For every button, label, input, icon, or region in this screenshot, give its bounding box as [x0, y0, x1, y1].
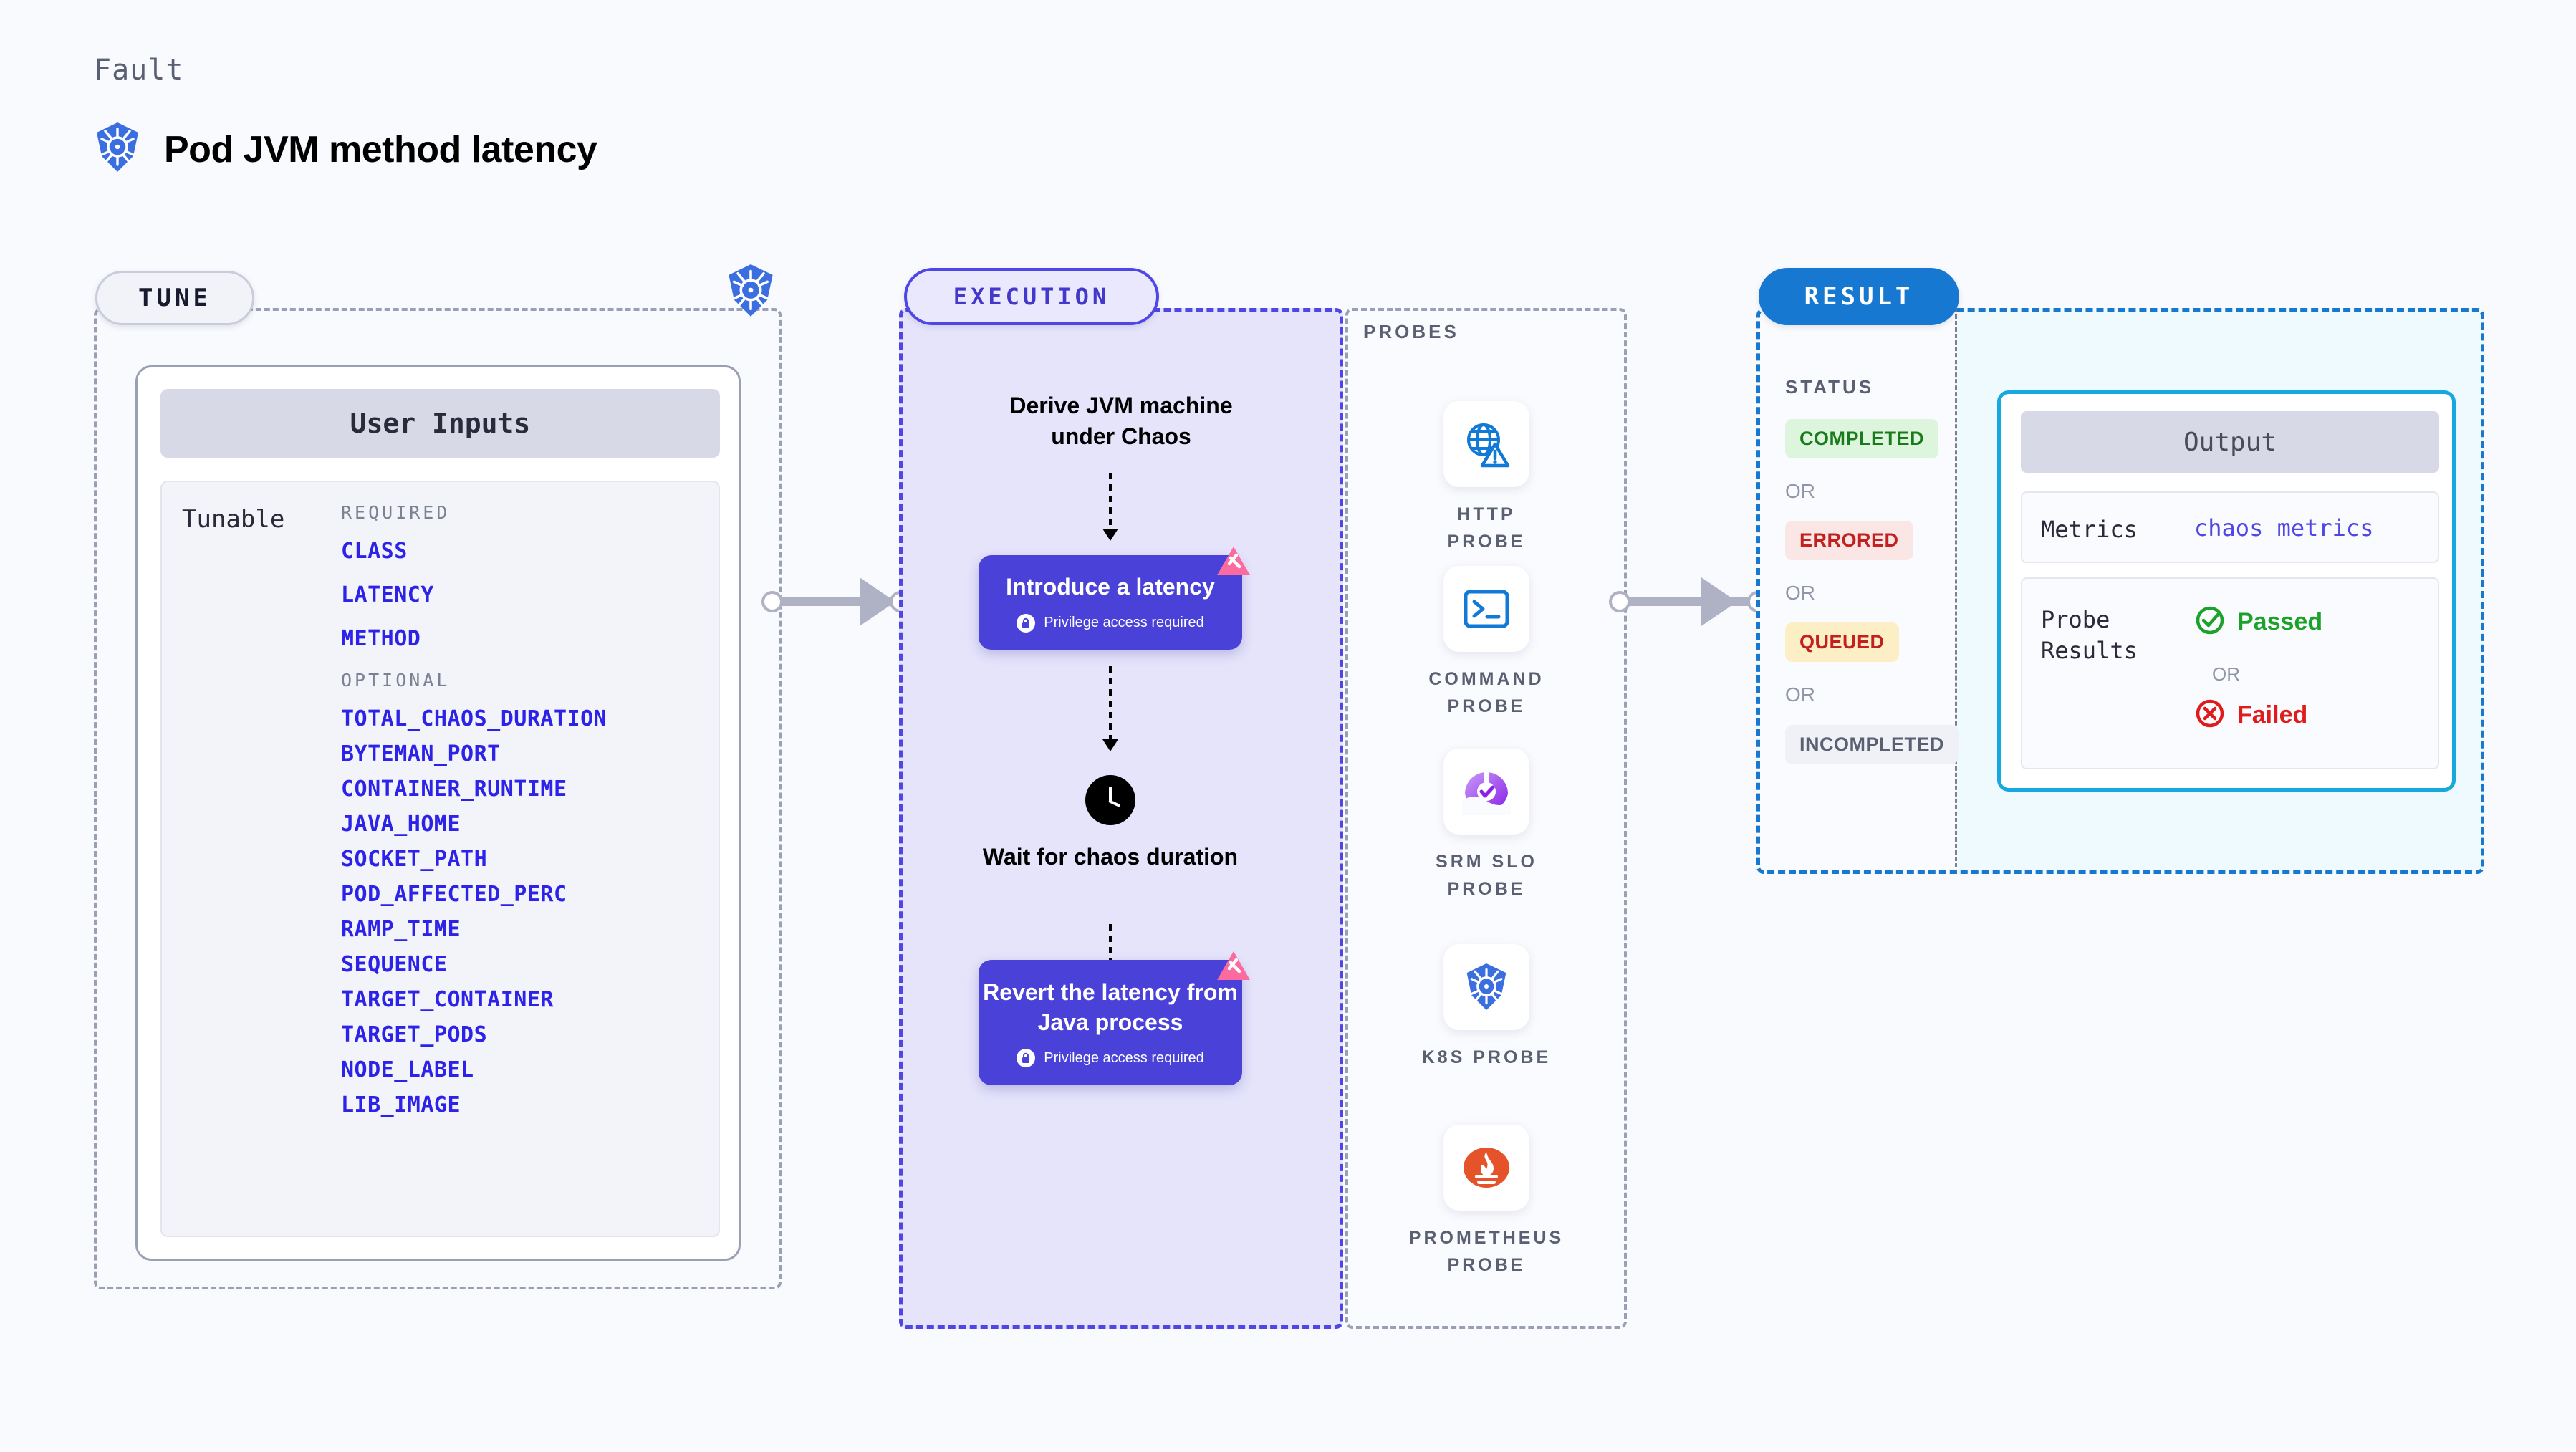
connector-arrow-exec-result — [1701, 577, 1737, 626]
param-method[interactable]: METHOD — [341, 626, 421, 651]
status-or-3: OR — [1785, 683, 1815, 706]
check-circle-icon — [2194, 605, 2226, 640]
execution-arrow-1 — [1109, 473, 1112, 536]
terminal-icon — [1443, 566, 1529, 652]
probe-k8s[interactable]: K8S PROBE — [1415, 944, 1558, 1072]
result-pill[interactable]: RESULT — [1759, 268, 1959, 325]
execution-arrow-2 — [1109, 666, 1112, 746]
probe-result-or: OR — [2212, 663, 2240, 685]
connector-arrow-tune-exec — [860, 577, 895, 626]
param-target-pods[interactable]: TARGET_PODS — [341, 1022, 488, 1047]
execution-step4-title: Revert the latency from Java process — [983, 979, 1238, 1035]
param-total-chaos-duration[interactable]: TOTAL_CHAOS_DURATION — [341, 706, 607, 731]
tune-section — [94, 308, 782, 1289]
execution-step-introduce-latency[interactable]: Introduce a latency Privilege access req… — [979, 547, 1250, 650]
execution-pill[interactable]: EXECUTION — [904, 268, 1159, 325]
param-pod-affected-perc[interactable]: POD_AFFECTED_PERC — [341, 882, 567, 907]
failed-label: Failed — [2237, 701, 2308, 729]
optional-group-label: OPTIONAL — [341, 670, 451, 691]
user-inputs-body: Tunable REQUIRED CLASS LATENCY METHOD OP… — [160, 481, 720, 1237]
output-metrics-row: Metrics chaos metrics — [2021, 491, 2439, 563]
page-title: Pod JVM method latency — [164, 128, 597, 170]
litmus-chaos-icon — [1215, 544, 1252, 585]
page-kicker: Fault — [94, 54, 184, 87]
execution-step-revert-latency[interactable]: Revert the latency from Java process Pri… — [979, 951, 1250, 1085]
result-status-background — [1756, 308, 1957, 874]
execution-step2-title: Introduce a latency — [1006, 574, 1215, 600]
srm-slo-icon — [1443, 749, 1529, 835]
connector-dot-exec-out — [1609, 591, 1630, 612]
probe-result-passed: Passed — [2194, 605, 2322, 640]
param-latency[interactable]: LATENCY — [341, 582, 434, 607]
output-probe-results-row: Probe Results Passed OR — [2021, 577, 2439, 769]
execution-arrowhead-2 — [1102, 739, 1118, 751]
status-badge-completed: COMPLETED — [1785, 419, 1939, 458]
status-badge-incompleted: INCOMPLETED — [1785, 725, 1959, 764]
probe-srm-slo[interactable]: SRM SLO PROBE — [1415, 749, 1558, 903]
param-container-runtime[interactable]: CONTAINER_RUNTIME — [341, 777, 567, 802]
privilege-note-4: Privilege access required — [1017, 1049, 1204, 1068]
param-java-home[interactable]: JAVA_HOME — [341, 812, 461, 837]
x-circle-icon — [2194, 698, 2226, 733]
status-badge-errored: ERRORED — [1785, 521, 1913, 560]
probe-k8s-label: K8S PROBE — [1421, 1047, 1552, 1067]
kubernetes-icon — [725, 264, 777, 322]
probe-http-label: HTTP PROBE — [1447, 504, 1526, 552]
execution-arrowhead-1 — [1102, 529, 1118, 541]
globe-warning-icon — [1443, 401, 1529, 487]
probe-results-key: Probe Results — [2041, 606, 2138, 665]
privilege-note-2: Privilege access required — [1017, 613, 1204, 633]
result-section — [1756, 308, 2484, 874]
kubernetes-icon — [1443, 944, 1529, 1030]
tunable-label: Tunable — [182, 505, 285, 534]
user-inputs-card: User Inputs Tunable REQUIRED CLASS LATEN… — [135, 365, 741, 1261]
probe-result-failed: Failed — [2194, 698, 2307, 733]
lock-icon — [1017, 613, 1036, 633]
litmus-chaos-icon — [1215, 948, 1252, 989]
status-or-2: OR — [1785, 582, 1815, 604]
param-sequence[interactable]: SEQUENCE — [341, 952, 448, 977]
parameters-column: REQUIRED CLASS LATENCY METHOD OPTIONAL T… — [341, 502, 713, 1128]
probe-http[interactable]: HTTP PROBE — [1415, 401, 1558, 555]
execution-step4-note: Privilege access required — [1044, 1049, 1204, 1066]
metrics-key: Metrics — [2041, 516, 2138, 543]
probes-title: PROBES — [1363, 321, 1459, 342]
metrics-value[interactable]: chaos metrics — [2194, 514, 2374, 542]
param-node-label[interactable]: NODE_LABEL — [341, 1057, 474, 1082]
probe-srm-slo-label: SRM SLO PROBE — [1436, 852, 1537, 899]
status-title: STATUS — [1785, 376, 1875, 398]
status-or-1: OR — [1785, 480, 1815, 502]
user-inputs-title: User Inputs — [160, 389, 720, 458]
output-card: Output Metrics chaos metrics Probe Resul… — [1997, 390, 2456, 792]
probe-command-label: COMMAND PROBE — [1428, 669, 1544, 716]
clock-icon — [1085, 775, 1135, 825]
execution-step2-note: Privilege access required — [1044, 615, 1204, 631]
execution-arrow-3 — [1109, 924, 1112, 987]
probe-command[interactable]: COMMAND PROBE — [1415, 566, 1558, 720]
status-badge-queued: QUEUED — [1785, 622, 1899, 662]
lock-icon — [1017, 1049, 1036, 1068]
param-target-container[interactable]: TARGET_CONTAINER — [341, 987, 554, 1012]
param-socket-path[interactable]: SOCKET_PATH — [341, 847, 488, 872]
execution-step-derive-text: Derive JVM machine under Chaos — [1009, 393, 1233, 450]
output-title: Output — [2021, 411, 2439, 473]
passed-label: Passed — [2237, 608, 2323, 635]
kubernetes-icon — [94, 122, 141, 177]
param-byteman-port[interactable]: BYTEMAN_PORT — [341, 741, 501, 766]
required-group-label: REQUIRED — [341, 502, 451, 523]
param-lib-image[interactable]: LIB_IMAGE — [341, 1092, 461, 1117]
tune-pill[interactable]: TUNE — [95, 271, 254, 325]
connector-dot-tune — [761, 591, 783, 612]
param-class[interactable]: CLASS — [341, 539, 408, 564]
prometheus-icon — [1443, 1125, 1529, 1211]
probe-prometheus-label: PROMETHEUS PROBE — [1408, 1228, 1565, 1275]
param-ramp-time[interactable]: RAMP_TIME — [341, 917, 461, 942]
page-title-row: Pod JVM method latency — [94, 122, 597, 177]
probe-prometheus[interactable]: PROMETHEUS PROBE — [1409, 1125, 1561, 1279]
execution-step-wait-text: Wait for chaos duration — [982, 844, 1239, 870]
